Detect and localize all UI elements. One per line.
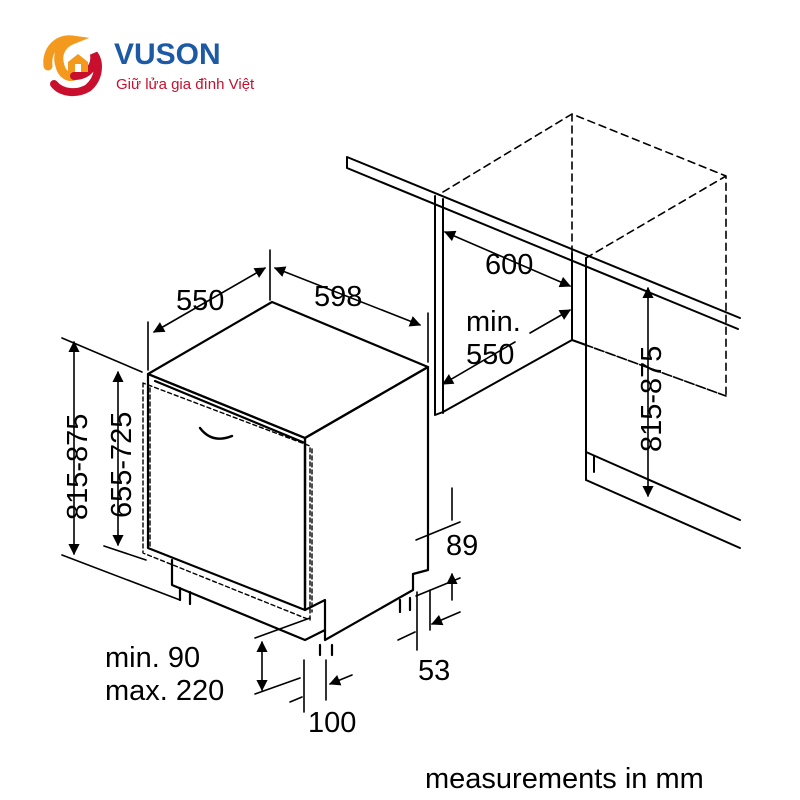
dim-width-line [273,266,422,327]
cabinet-niche [346,113,741,549]
dim-niche-depth-line [443,310,570,384]
label-plinth-min: min. 90 [105,642,200,674]
house-swirl-logo-icon [43,35,102,97]
label-plinth-depth: 100 [308,707,356,739]
dimension-lines [61,230,654,713]
kick-base [170,558,327,642]
handle [198,426,234,440]
label-width: 598 [314,281,362,313]
door-panel-outline [142,382,313,621]
label-plinth-max: max. 220 [105,675,224,707]
label-total-height: 815-875 [62,414,94,520]
label-niche-width: 600 [485,249,533,281]
dim-foot-setback-line [416,589,431,651]
niche-outline [442,113,727,397]
brand-name: VUSON [114,38,221,71]
cabinet-right-wall [571,252,587,481]
label-niche-depth-min: min. [466,306,521,338]
label-niche-height: 815-875 [636,346,668,452]
dim-niche-width-line [443,230,572,288]
label-depth: 550 [176,285,224,317]
brand-tagline: Giữ lửa gia đình Việt [116,76,255,93]
dim-depth-line [153,267,266,333]
body-top [146,300,430,440]
door-inner-edge [153,379,307,607]
dim-plinth-depth-line [303,659,327,713]
feet [178,586,412,657]
vuson-logo: VUSON Giữ lửa gia đình Việt [38,28,278,98]
label-foot-setback: 53 [418,655,450,687]
label-foot-height: 89 [446,530,478,562]
label-door-height: 655-725 [106,412,138,518]
footer-caption: measurements in mm [425,763,704,795]
worktop [346,156,741,330]
body-front [146,372,307,612]
label-niche-depth-value: 550 [466,339,514,371]
floor-plinth [585,451,741,549]
dishwasher-body [146,300,430,657]
